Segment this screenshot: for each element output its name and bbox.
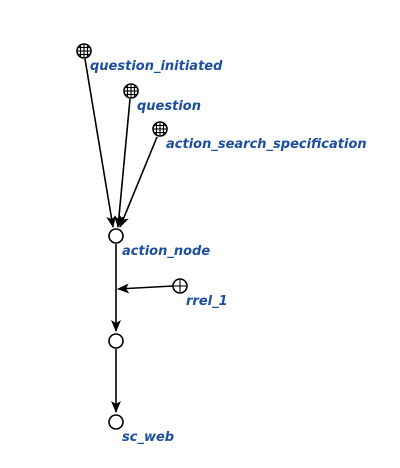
node-label-action-node: action_node <box>122 244 210 259</box>
node-circle <box>108 228 124 244</box>
node-action-node[interactable] <box>108 228 124 244</box>
node-anonymous-node[interactable] <box>108 333 124 349</box>
node-label-question-initiated: question_initiated <box>90 59 223 74</box>
node-sc-web[interactable] <box>108 414 124 430</box>
nodes-layer <box>76 43 188 430</box>
node-label-question: question <box>137 99 201 114</box>
edge-question_initiated-to-action_node[interactable] <box>84 58 117 228</box>
node-question[interactable] <box>123 83 139 99</box>
role-relation-plus-icon <box>173 279 187 293</box>
class-node-hatch-icon <box>77 44 91 58</box>
edge-action_search_specification-to-action_node[interactable] <box>119 136 158 228</box>
node-rrel-1[interactable] <box>172 278 188 294</box>
labels-layer: question_initiated question action_search_… <box>90 59 367 445</box>
node-label-sc-web: sc_web <box>122 430 174 445</box>
edge-rrel_1-to-action_node_to_anonymous_node_arc[interactable] <box>117 283 174 294</box>
node-circle <box>108 333 124 349</box>
class-node-hatch-icon <box>153 122 167 136</box>
edges-layer <box>84 58 174 413</box>
node-action-search-specification[interactable] <box>152 121 168 137</box>
edge-question-to-action_node[interactable] <box>114 98 131 228</box>
node-circle <box>108 414 124 430</box>
class-node-hatch-icon <box>124 84 138 98</box>
node-label-action-search-specification: action_search_specification <box>166 137 367 152</box>
node-question-initiated[interactable] <box>76 43 92 59</box>
node-label-rrel-1: rrel_1 <box>186 294 228 309</box>
